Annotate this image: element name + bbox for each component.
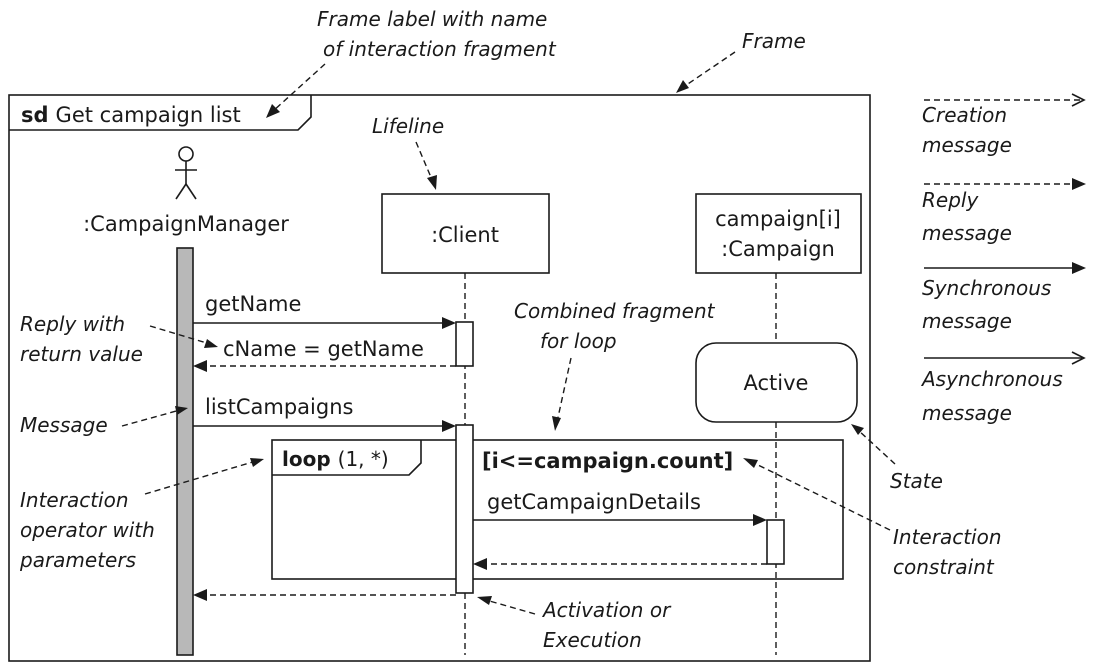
loop-guard: [i<=campaign.count] — [482, 449, 733, 473]
legend-reply-line1: Reply — [922, 188, 979, 212]
actor-stick-figure-icon — [175, 146, 197, 200]
campaign-activation — [766, 519, 785, 565]
annotation-reply-return-pointer — [149, 325, 218, 348]
client-activation-getname — [455, 321, 474, 367]
annotation-lifeline: Lifeline — [372, 114, 444, 138]
state-label: Active — [744, 371, 809, 395]
annotation-frame-label-line1: Frame label with name — [317, 7, 547, 31]
interaction-frame — [8, 94, 871, 662]
state-active — [695, 342, 858, 423]
message-listcampaigns-label: listCampaigns — [205, 395, 353, 419]
frame-label: sd Get campaign list — [21, 103, 241, 127]
loop-params: (1, *) — [338, 447, 389, 471]
annotation-message-pointer — [121, 406, 188, 427]
annotation-combined-fragment-pointer — [552, 357, 572, 431]
annotation-interaction-constraint-line2: constraint — [893, 555, 995, 579]
legend-asynchronous-arrow — [924, 351, 1086, 365]
reply-campaigndetails-arrow — [473, 558, 767, 570]
message-listcampaigns-arrow — [193, 420, 456, 432]
annotation-state-pointer — [851, 424, 896, 465]
annotation-activation-line2: Execution — [543, 628, 642, 652]
actor-name: :CampaignManager — [83, 212, 289, 236]
annotation-frame-label-line2: of interaction fragment — [323, 37, 557, 61]
annotation-interaction-operator-line2: operator with — [20, 518, 155, 542]
campaign-lifeline-head — [695, 193, 862, 274]
annotation-reply-return-line2: return value — [20, 342, 143, 366]
annotation-combined-fragment-line2: for loop — [540, 329, 617, 353]
reply-listcampaigns-arrow — [193, 589, 456, 601]
legend-reply-arrow — [924, 178, 1086, 190]
loop-keyword: loop — [282, 447, 331, 471]
client-lifeline-head — [381, 193, 550, 274]
annotation-interaction-operator-pointer — [144, 458, 264, 495]
legend-asynchronous-line1: Asynchronous — [920, 367, 1063, 391]
annotation-message: Message — [20, 413, 108, 437]
message-getcampaigndetails-arrow — [473, 514, 767, 526]
loop-operator: loop (1, *) — [282, 447, 389, 471]
annotation-interaction-operator-line1: Interaction — [20, 488, 129, 512]
reply-cname-arrow — [193, 360, 456, 372]
campaign-lifeline-name-line2: :Campaign — [721, 237, 835, 261]
annotation-lifeline-pointer — [415, 141, 437, 190]
campaign-lifeline-name-line1: campaign[i] — [715, 207, 841, 231]
legend-creation-line1: Creation — [922, 103, 1007, 127]
annotation-frame: Frame — [742, 29, 806, 53]
message-getcampaigndetails-label: getCampaignDetails — [487, 490, 701, 514]
annotation-frame-label-pointer — [266, 63, 326, 118]
legend-reply-line2: message — [922, 221, 1012, 245]
annotation-state: State — [890, 469, 943, 493]
legend-creation-arrow — [924, 93, 1086, 107]
legend-asynchronous-line2: message — [922, 401, 1012, 425]
annotation-activation-line1: Activation or — [541, 598, 672, 622]
frame-name: Get campaign list — [56, 103, 241, 127]
frame-keyword: sd — [21, 103, 49, 127]
message-getname-label: getName — [205, 292, 301, 316]
legend-creation-line2: message — [922, 133, 1012, 157]
annotation-interaction-constraint-pointer — [743, 458, 891, 531]
annotation-frame-pointer — [676, 51, 736, 93]
loop-fragment — [271, 439, 844, 580]
annotation-activation-pointer — [477, 596, 536, 615]
legend-synchronous-line2: message — [922, 309, 1012, 333]
actor-activation-bar — [176, 247, 194, 656]
annotation-interaction-constraint-line1: Interaction — [893, 525, 1002, 549]
frame-label-pentagon — [9, 95, 312, 131]
message-getname-arrow — [193, 317, 456, 329]
legend-synchronous-arrow — [924, 262, 1086, 274]
annotation-reply-return-line1: Reply with — [20, 312, 125, 336]
client-lifeline-name: :Client — [431, 223, 499, 247]
loop-operator-pentagon — [272, 440, 422, 476]
legend-synchronous-line1: Synchronous — [922, 276, 1051, 300]
client-activation-listcampaigns — [455, 424, 474, 594]
reply-cname-label: cName = getName — [223, 337, 424, 361]
annotation-interaction-operator-line3: parameters — [19, 548, 136, 572]
annotation-combined-fragment-line1: Combined fragment — [514, 299, 716, 323]
